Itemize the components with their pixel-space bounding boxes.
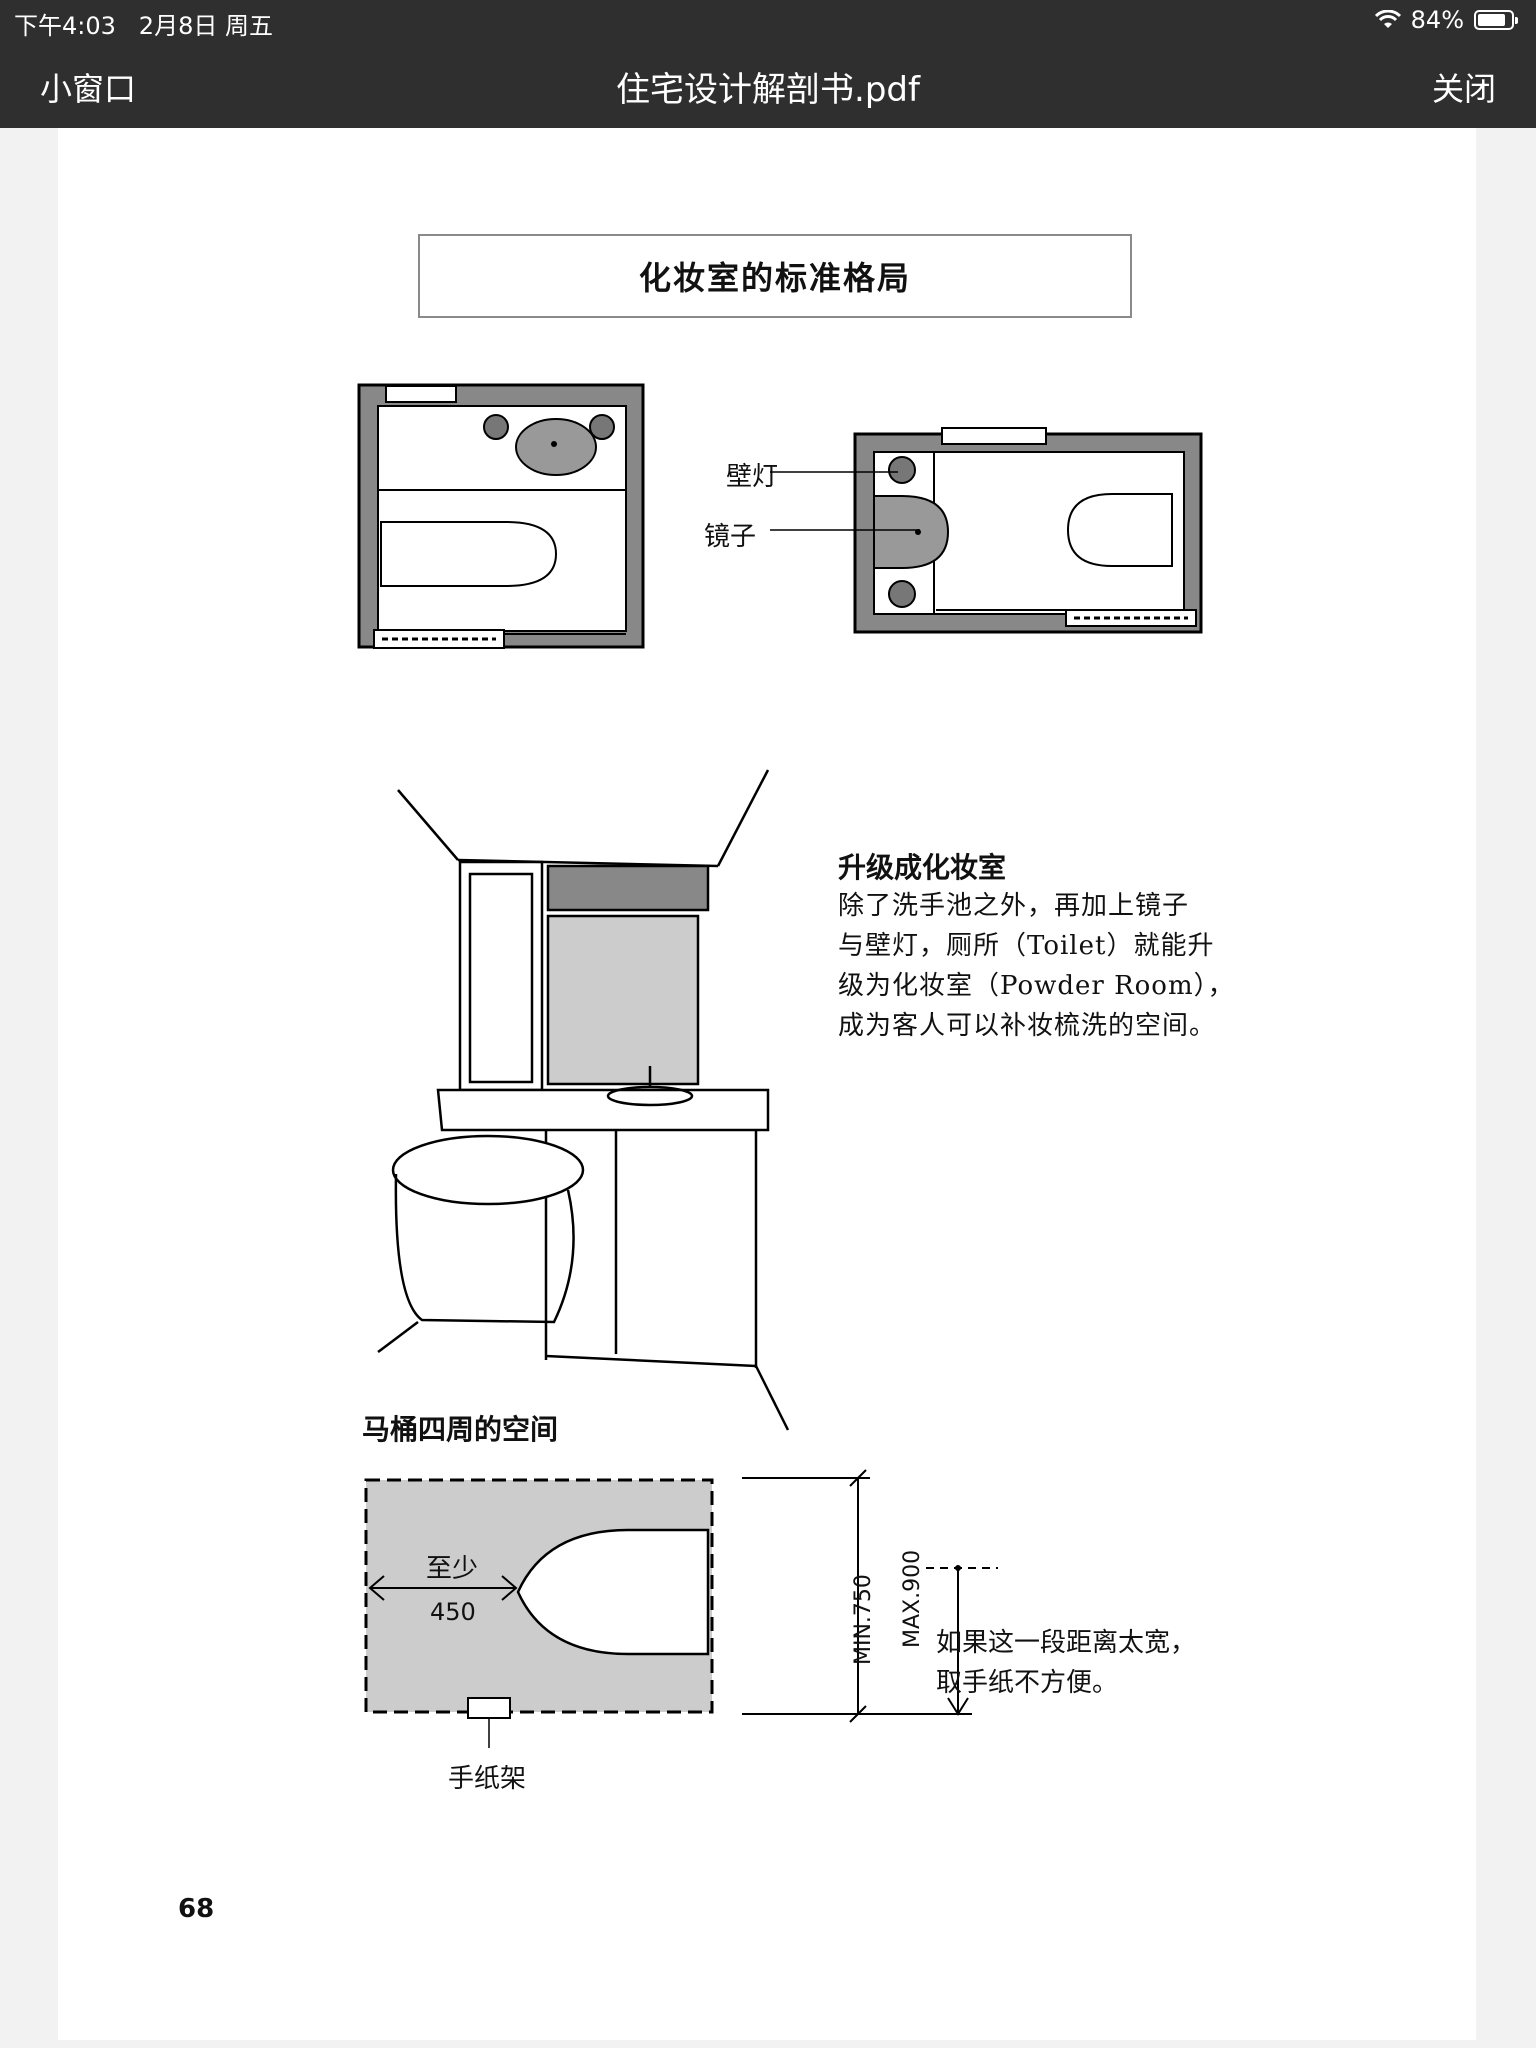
page-heading: 化妆室的标准格局 xyxy=(418,234,1132,318)
label-paper-holder: 手纸架 xyxy=(448,1764,527,1794)
wifi-icon xyxy=(1374,10,1401,28)
label-wall-lamp: 壁灯 xyxy=(726,462,779,492)
powder-room-sketch xyxy=(377,769,790,1431)
picture-in-picture-button[interactable]: 小窗口 xyxy=(40,70,137,108)
label-max-900: MAX.900 xyxy=(900,1549,925,1648)
status-right: 84% xyxy=(1374,6,1518,34)
paragraph-line: 除了洗手池之外，再加上镜子 xyxy=(838,891,1190,921)
nav-bar: 小窗口 住宅设计解剖书.pdf 关闭 xyxy=(0,40,1536,128)
paragraph-line: 与壁灯，厕所（Toilet）就能升 xyxy=(838,931,1215,961)
paragraph-line: 级为化妆室（Powder Room）， xyxy=(838,971,1235,1001)
toilet-space-title: 马桶四周的空间 xyxy=(362,1413,559,1446)
close-button[interactable]: 关闭 xyxy=(1431,70,1496,108)
note-line-1: 如果这一段距离太宽， xyxy=(936,1628,1197,1658)
battery-level xyxy=(1478,14,1505,26)
page-number: 68 xyxy=(178,1894,215,1924)
battery-icon xyxy=(1474,10,1518,30)
status-time: 下午4:03 xyxy=(14,12,116,40)
status-time-date: 下午4:03 2月8日 周五 xyxy=(14,6,273,41)
label-min-750: MIN.750 xyxy=(851,1574,876,1665)
status-bar: 下午4:03 2月8日 周五 84% xyxy=(0,0,1536,40)
battery-percent: 84% xyxy=(1410,6,1464,34)
note-line-2: 取手纸不方便。 xyxy=(936,1668,1119,1698)
callout-lines xyxy=(770,471,920,531)
label-mirror: 镜子 xyxy=(704,522,757,552)
upgrade-description: 除了洗手池之外，再加上镜子 与壁灯，厕所（Toilet）就能升 级为化妆室（Po… xyxy=(838,886,1258,1046)
floor-plan-toilet-side xyxy=(853,427,1203,634)
toilet-space-diagram xyxy=(364,1469,998,1748)
pdf-page[interactable]: 化妆室的标准格局 壁灯 镜子 xyxy=(58,128,1476,2040)
label-at-least: 至少 xyxy=(426,1554,479,1584)
document-title: 住宅设计解剖书.pdf xyxy=(616,70,920,110)
upgrade-title: 升级成化妆室 xyxy=(838,851,1007,884)
paragraph-line: 成为客人可以补妆梳洗的空间。 xyxy=(838,1011,1217,1041)
label-450: 450 xyxy=(430,1598,476,1626)
status-date: 2月8日 周五 xyxy=(138,12,273,40)
floor-plan-toilet-front xyxy=(357,383,645,649)
